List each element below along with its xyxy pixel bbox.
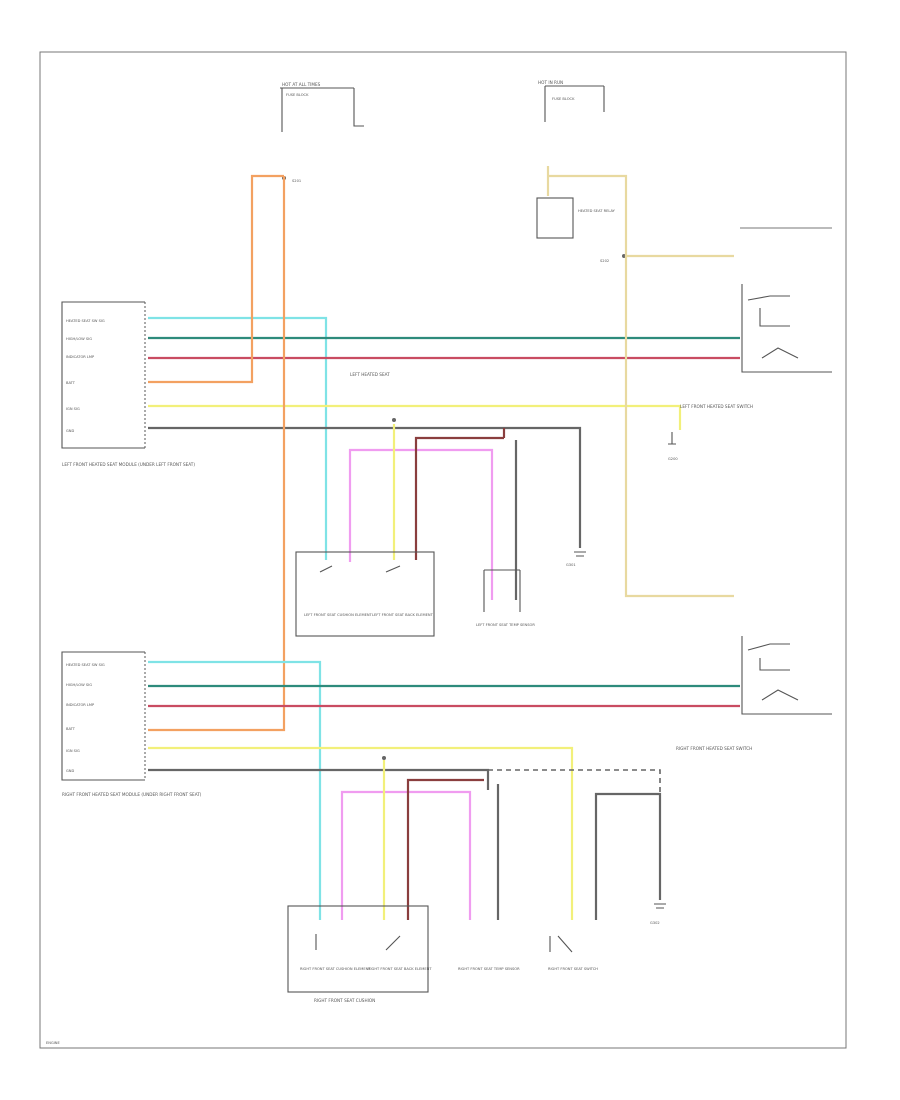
ign-top-label: HOT IN RUN	[538, 80, 563, 85]
rf-elem4-label: RIGHT FRONT SEAT SWITCH	[548, 967, 598, 971]
lf-cushion-title: LEFT HEATED SEAT	[350, 372, 390, 377]
heated-seat-relay: HEATED SEAT RELAY S202	[536, 197, 626, 263]
lf-pin-label-3: INDICATOR LMP	[66, 355, 95, 359]
lf-pin-label-4: BATT	[66, 381, 76, 385]
rf-splice-dot	[382, 756, 386, 760]
rf-module-label: RIGHT FRONT HEATED SEAT MODULE (UNDER RI…	[62, 792, 202, 797]
rf-pin-label-5: IGN SIG	[66, 749, 80, 753]
diagram-frame	[39, 51, 847, 1049]
rf-elem2-label: RIGHT FRONT SEAT BACK ELEMENT	[368, 967, 432, 971]
lf-switch-label: LEFT FRONT HEATED SEAT SWITCH	[680, 404, 753, 409]
lf-pin-label-1: HEATED SEAT SW SIG	[66, 319, 105, 323]
footer-label: ENGINE	[46, 1041, 60, 1045]
top-wire-orange	[148, 176, 286, 732]
lf-pin-label-6: GND	[66, 429, 74, 433]
lf-elem2-label: LEFT FRONT SEAT BACK ELEMENT	[372, 613, 434, 617]
ign-block-top: HOT IN RUN FUSE BLOCK	[538, 80, 605, 122]
lf-wire-batt	[148, 174, 284, 384]
lf-elem3-label: LEFT FRONT SEAT TEMP SENSOR	[476, 623, 535, 627]
lf-splice-dot	[392, 418, 396, 422]
lf-cushion-elements: LEFT FRONT SEAT CUSHION ELEMENT LEFT FRO…	[295, 372, 535, 637]
lf-heated-seat-module: HEATED SEAT SW SIG HIGH/LOW SIG INDICATO…	[61, 301, 195, 467]
lf-wire-gnd	[148, 426, 582, 548]
wires	[148, 166, 740, 920]
rf-pin-label-4: BATT	[66, 727, 76, 731]
lf-wire-pink	[348, 448, 494, 600]
rf-switch-label: RIGHT FRONT HEATED SEAT SWITCH	[676, 746, 752, 751]
rf-cushion-title: RIGHT FRONT SEAT CUSHION	[314, 998, 375, 1003]
splice-top: S201	[292, 179, 301, 183]
lf-wire-elem-darkred	[414, 428, 506, 560]
rf-heated-seat-switch: RIGHT FRONT HEATED SEAT SWITCH	[676, 636, 832, 751]
fuse-top-sub: FUSE BLOCK	[286, 93, 309, 97]
rf-heated-seat-module: HEATED SEAT SW SIG HIGH/LOW SIG INDICATO…	[61, 651, 202, 797]
rf-wire-pink	[340, 790, 472, 920]
lf-elem1-label: LEFT FRONT SEAT CUSHION ELEMENT	[304, 613, 373, 617]
fuse-top-label: HOT AT ALL TIMES	[282, 82, 321, 87]
relay-label: HEATED SEAT RELAY	[578, 209, 616, 213]
ground-lf: G301	[566, 551, 586, 567]
ign-top-sub: FUSE BLOCK	[552, 97, 575, 101]
rf-wire-ign	[148, 746, 574, 920]
rf-wire-seat-sw	[148, 660, 322, 920]
rf-pin-label-3: INDICATOR LMP	[66, 703, 95, 707]
rf-pin-label-1: HEATED SEAT SW SIG	[66, 663, 105, 667]
lf-wire-ign	[148, 404, 682, 430]
rf-cushion-elements: RIGHT FRONT SEAT CUSHION ELEMENT RIGHT F…	[287, 756, 598, 1003]
relay-wire	[546, 166, 734, 598]
rf-wire-switch-gnd	[594, 792, 662, 920]
lf-pin-label-5: IGN SIG	[66, 407, 80, 411]
lf-module-label: LEFT FRONT HEATED SEAT MODULE (UNDER LEF…	[62, 462, 195, 467]
ground-rf: G302	[650, 903, 666, 925]
lf-heated-seat-switch: LEFT FRONT HEATED SEAT SWITCH	[680, 227, 832, 409]
rf-wire-elem-darkred	[406, 778, 484, 920]
ground-top: G200	[668, 432, 678, 461]
rf-pin-label-6: GND	[66, 769, 74, 773]
rf-elem3-label: RIGHT FRONT SEAT TEMP SENSOR	[458, 967, 520, 971]
rf-elem1-label: RIGHT FRONT SEAT CUSHION ELEMENT	[300, 967, 371, 971]
ground-lf-label: G301	[566, 563, 576, 567]
lf-wire-seat-sw	[148, 316, 328, 560]
rf-pin-label-2: HIGH/LOW SIG	[66, 683, 92, 687]
ground-top-label: G200	[668, 457, 678, 461]
rf-wire-gnd-dashed	[488, 769, 661, 794]
lf-pin-label-2: HIGH/LOW SIG	[66, 337, 92, 341]
splice-relay: S202	[600, 259, 609, 263]
fuse-block-top: HOT AT ALL TIMES FUSE BLOCK S201	[280, 82, 364, 183]
ground-rf-label: G302	[650, 921, 660, 925]
